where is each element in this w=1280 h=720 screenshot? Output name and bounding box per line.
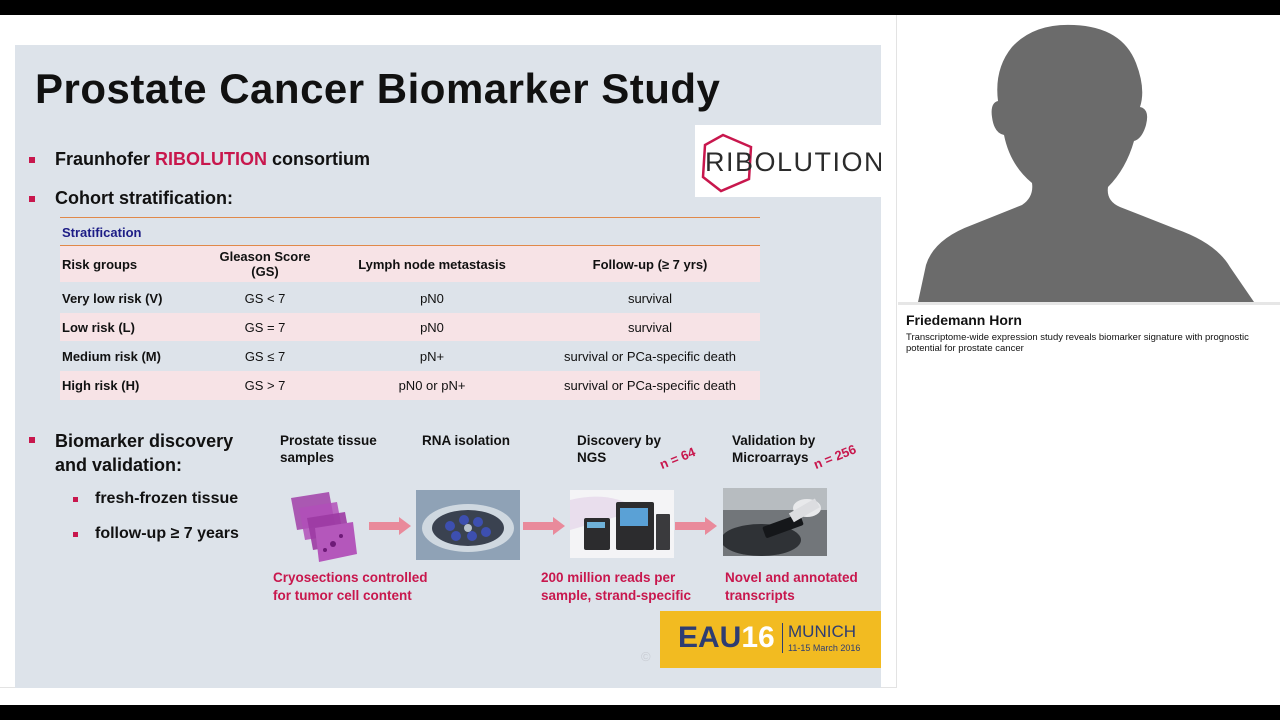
table-row: Medium risk (M) GS ≤ 7 pN+ survival or P… — [60, 342, 760, 370]
workflow-step-label: Discovery by NGS — [577, 432, 661, 466]
caption-line: Novel and annotated — [725, 570, 858, 585]
bottom-letterbox-bar — [0, 705, 1280, 720]
bullet-square-icon — [29, 196, 35, 202]
step-label-line: Validation by — [732, 433, 816, 448]
caption-line: Cryosections controlled — [273, 570, 428, 585]
ngs-sequencer-image — [570, 490, 674, 558]
table-header-cell: Lymph node metastasis — [358, 256, 506, 272]
table-cell: Medium risk (M) — [62, 348, 161, 364]
n-discovery-label: n = 64 — [657, 444, 698, 472]
arrow-right-icon — [523, 517, 565, 535]
caption-transcripts: Novel and annotated transcripts — [725, 569, 858, 605]
caption-line: for tumor cell content — [273, 588, 412, 603]
caption-line: transcripts — [725, 588, 795, 603]
bullet-square-icon — [29, 437, 35, 443]
table-cell: pN0 or pN+ — [398, 378, 466, 393]
step-label-line: RNA isolation — [422, 433, 511, 448]
eau-name: EAU — [678, 621, 742, 654]
bullet-biomarker-line2: and validation: — [55, 455, 183, 475]
eau-congress-logo: EAU16 MUNICH 11-15 March 2016 — [660, 611, 881, 668]
bullet-consortium-prefix: Fraunhofer — [55, 149, 156, 169]
bullet-consortium-highlight: RIBOLUTION — [155, 149, 268, 169]
table-header-row: Risk groups Gleason Score (GS) Lymph nod… — [60, 246, 760, 282]
table-cell: survival or PCa-specific death — [564, 348, 736, 364]
caption-line: 200 million reads per — [541, 570, 676, 585]
hexagon-logo-icon — [701, 133, 753, 193]
person-silhouette-icon — [918, 24, 1254, 302]
n-validation-label: n = 256 — [811, 441, 859, 472]
speaker-placeholder-avatar — [898, 15, 1280, 302]
step-label-line: Microarrays — [732, 450, 809, 465]
sub-bullet-tissue: fresh-frozen tissue — [95, 490, 239, 507]
bullet-consortium: Fraunhofer RIBOLUTION consortium — [55, 149, 370, 170]
caption-line: sample, strand-specific — [541, 588, 692, 603]
table-cell: survival or PCa-specific death — [564, 378, 736, 393]
table-header-cell: Gleason Score (GS) — [219, 249, 311, 279]
copyright-mark: © — [641, 649, 651, 664]
tissue-sections-image — [283, 490, 359, 564]
sub-bullet-square-icon — [73, 497, 78, 502]
table-header-cell: Risk groups — [62, 256, 138, 272]
table-row: Very low risk (V) GS < 7 pN0 survival — [60, 284, 760, 312]
caption-cryosections: Cryosections controlled for tumor cell c… — [273, 569, 428, 605]
workflow-step-label: Prostate tissue samples — [280, 432, 377, 466]
microarray-image — [723, 488, 827, 556]
ribolution-logo: RIBOLUTION — [695, 125, 881, 197]
logo-text: RIBOLUTION — [705, 147, 881, 177]
table-cell: GS = 7 — [244, 319, 286, 335]
table-top-rule — [60, 217, 760, 218]
sub-bullet-followup: follow-up ≥ 7 years — [95, 525, 239, 542]
table-cell: pN0 — [420, 290, 444, 306]
speaker-divider — [898, 302, 1280, 305]
table-cell: GS < 7 — [244, 290, 286, 306]
table-header-cell: Follow-up (≥ 7 yrs) — [592, 256, 708, 272]
presentation-slide: Prostate Cancer Biomarker Study RIBOLUTI… — [15, 45, 881, 688]
arrow-right-icon — [675, 517, 717, 535]
eau-dates: 11-15 March 2016 — [788, 643, 861, 653]
rna-isolation-image — [416, 490, 520, 560]
table-cell: pN0 — [420, 319, 444, 335]
table-row: High risk (H) GS > 7 pN0 or pN+ survival… — [60, 371, 760, 400]
slide-title: Prostate Cancer Biomarker Study — [35, 65, 721, 112]
eau-year: 16 — [741, 621, 775, 654]
eau-city: MUNICH — [788, 622, 856, 641]
bullet-biomarker-line1: Biomarker discovery — [55, 431, 234, 451]
table-cell: pN+ — [419, 348, 445, 364]
step-label-line: NGS — [577, 450, 607, 465]
workflow-step-label: Validation by Microarrays — [732, 432, 815, 466]
caption-reads: 200 million reads per sample, strand-spe… — [541, 569, 691, 605]
table-cell: GS > 7 — [244, 378, 286, 393]
table-cell: Very low risk (V) — [62, 290, 163, 306]
step-label-line: Discovery by — [577, 433, 662, 448]
top-letterbox-bar — [0, 0, 1280, 15]
table-row: Low risk (L) GS = 7 pN0 survival — [60, 313, 760, 341]
table-cell: Low risk (L) — [62, 319, 135, 335]
step-label-line: Prostate tissue — [280, 433, 377, 448]
table-header-rule — [60, 245, 760, 246]
table-cell: survival — [627, 290, 673, 306]
table-cell: High risk (H) — [62, 378, 140, 393]
speaker-name: Friedemann Horn — [906, 312, 1022, 328]
arrow-right-icon — [369, 517, 411, 535]
bullet-consortium-suffix: consortium — [267, 149, 371, 169]
slide-frame: Prostate Cancer Biomarker Study RIBOLUTI… — [0, 15, 897, 688]
sub-bullet-square-icon — [73, 532, 78, 537]
workflow-step-label: RNA isolation — [422, 432, 510, 449]
eau-divider — [782, 623, 783, 653]
table-cell: GS ≤ 7 — [244, 348, 286, 364]
bullet-square-icon — [29, 157, 35, 163]
bullet-biomarker: Biomarker discovery and validation: — [55, 429, 233, 477]
eau-logo-text: EAU16 — [678, 621, 775, 655]
table-cell: survival — [627, 319, 673, 335]
talk-title: Transcriptome-wide expression study reve… — [906, 332, 1249, 354]
bullet-cohort: Cohort stratification: — [55, 188, 233, 208]
step-label-line: samples — [280, 450, 335, 465]
table-section-header: Stratification — [62, 225, 142, 240]
